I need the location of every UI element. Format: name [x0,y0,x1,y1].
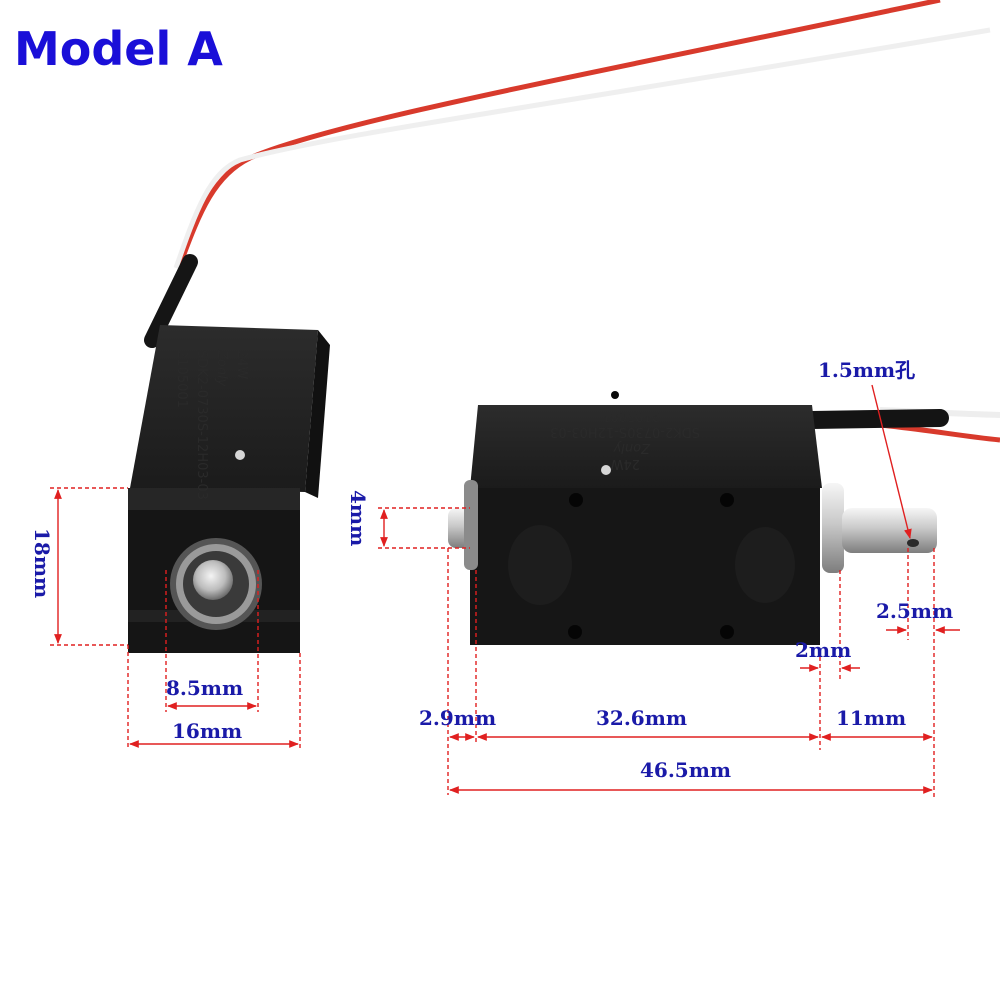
page-title: Model A [14,22,223,76]
solenoid-front-view [128,325,330,653]
left-print-lot: 2105001 [174,350,189,408]
right-print-brand: Zonly [613,440,651,455]
output-shaft [842,508,937,553]
left-print-model: SDK2-0730S-12H03-03 [194,350,209,500]
dimension-lines [50,384,960,800]
left-body-side [305,330,330,498]
left-printed-dot [235,450,245,460]
dim-width-label: 16mm [172,719,243,743]
dim-total-length-label: 46.5mm [640,758,732,782]
wires [144,0,1000,443]
right-print-model: SDK2-0730S-12H03-03 [550,424,700,439]
cable-sleeve-right [803,409,949,429]
left-print-brand: Zonly [214,349,229,387]
dim-hole-label: 1.5mm孔 [818,358,916,382]
dim-collar-label: 2mm [795,638,852,662]
solenoid-side-view [448,391,937,645]
dim-hole-offset-label: 2.5mm [876,599,954,623]
left-print-power: 24W [234,350,249,380]
dim-height-label: 18mm [30,528,54,599]
right-print: 24W Zonly SDK2-0730S-12H03-03 2105001 [550,408,700,471]
cable-sleeve-left [144,254,198,348]
right-print-lot: 2105001 [602,408,660,423]
wire-red-left [177,0,941,266]
dim-shaft-length-label: 11mm [836,706,907,730]
collar [822,483,844,573]
dim-body-length-label: 32.6mm [596,706,688,730]
dim-shaft-diameter-label: 4mm [346,490,370,547]
dim-rear-stub-label: 2.9mm [419,706,497,730]
left-plunger [193,560,233,600]
right-printed-dot [601,465,611,475]
right-body-top [470,405,822,488]
left-print: 24W Zonly SDK2-0730S-12H03-03 2105001 [174,349,249,500]
left-body-top [130,325,318,492]
right-print-power: 24W [610,456,640,471]
dim-plunger-label: 8.5mm [166,676,244,700]
shaft-hole [907,539,919,547]
wire-white-left [173,27,991,269]
